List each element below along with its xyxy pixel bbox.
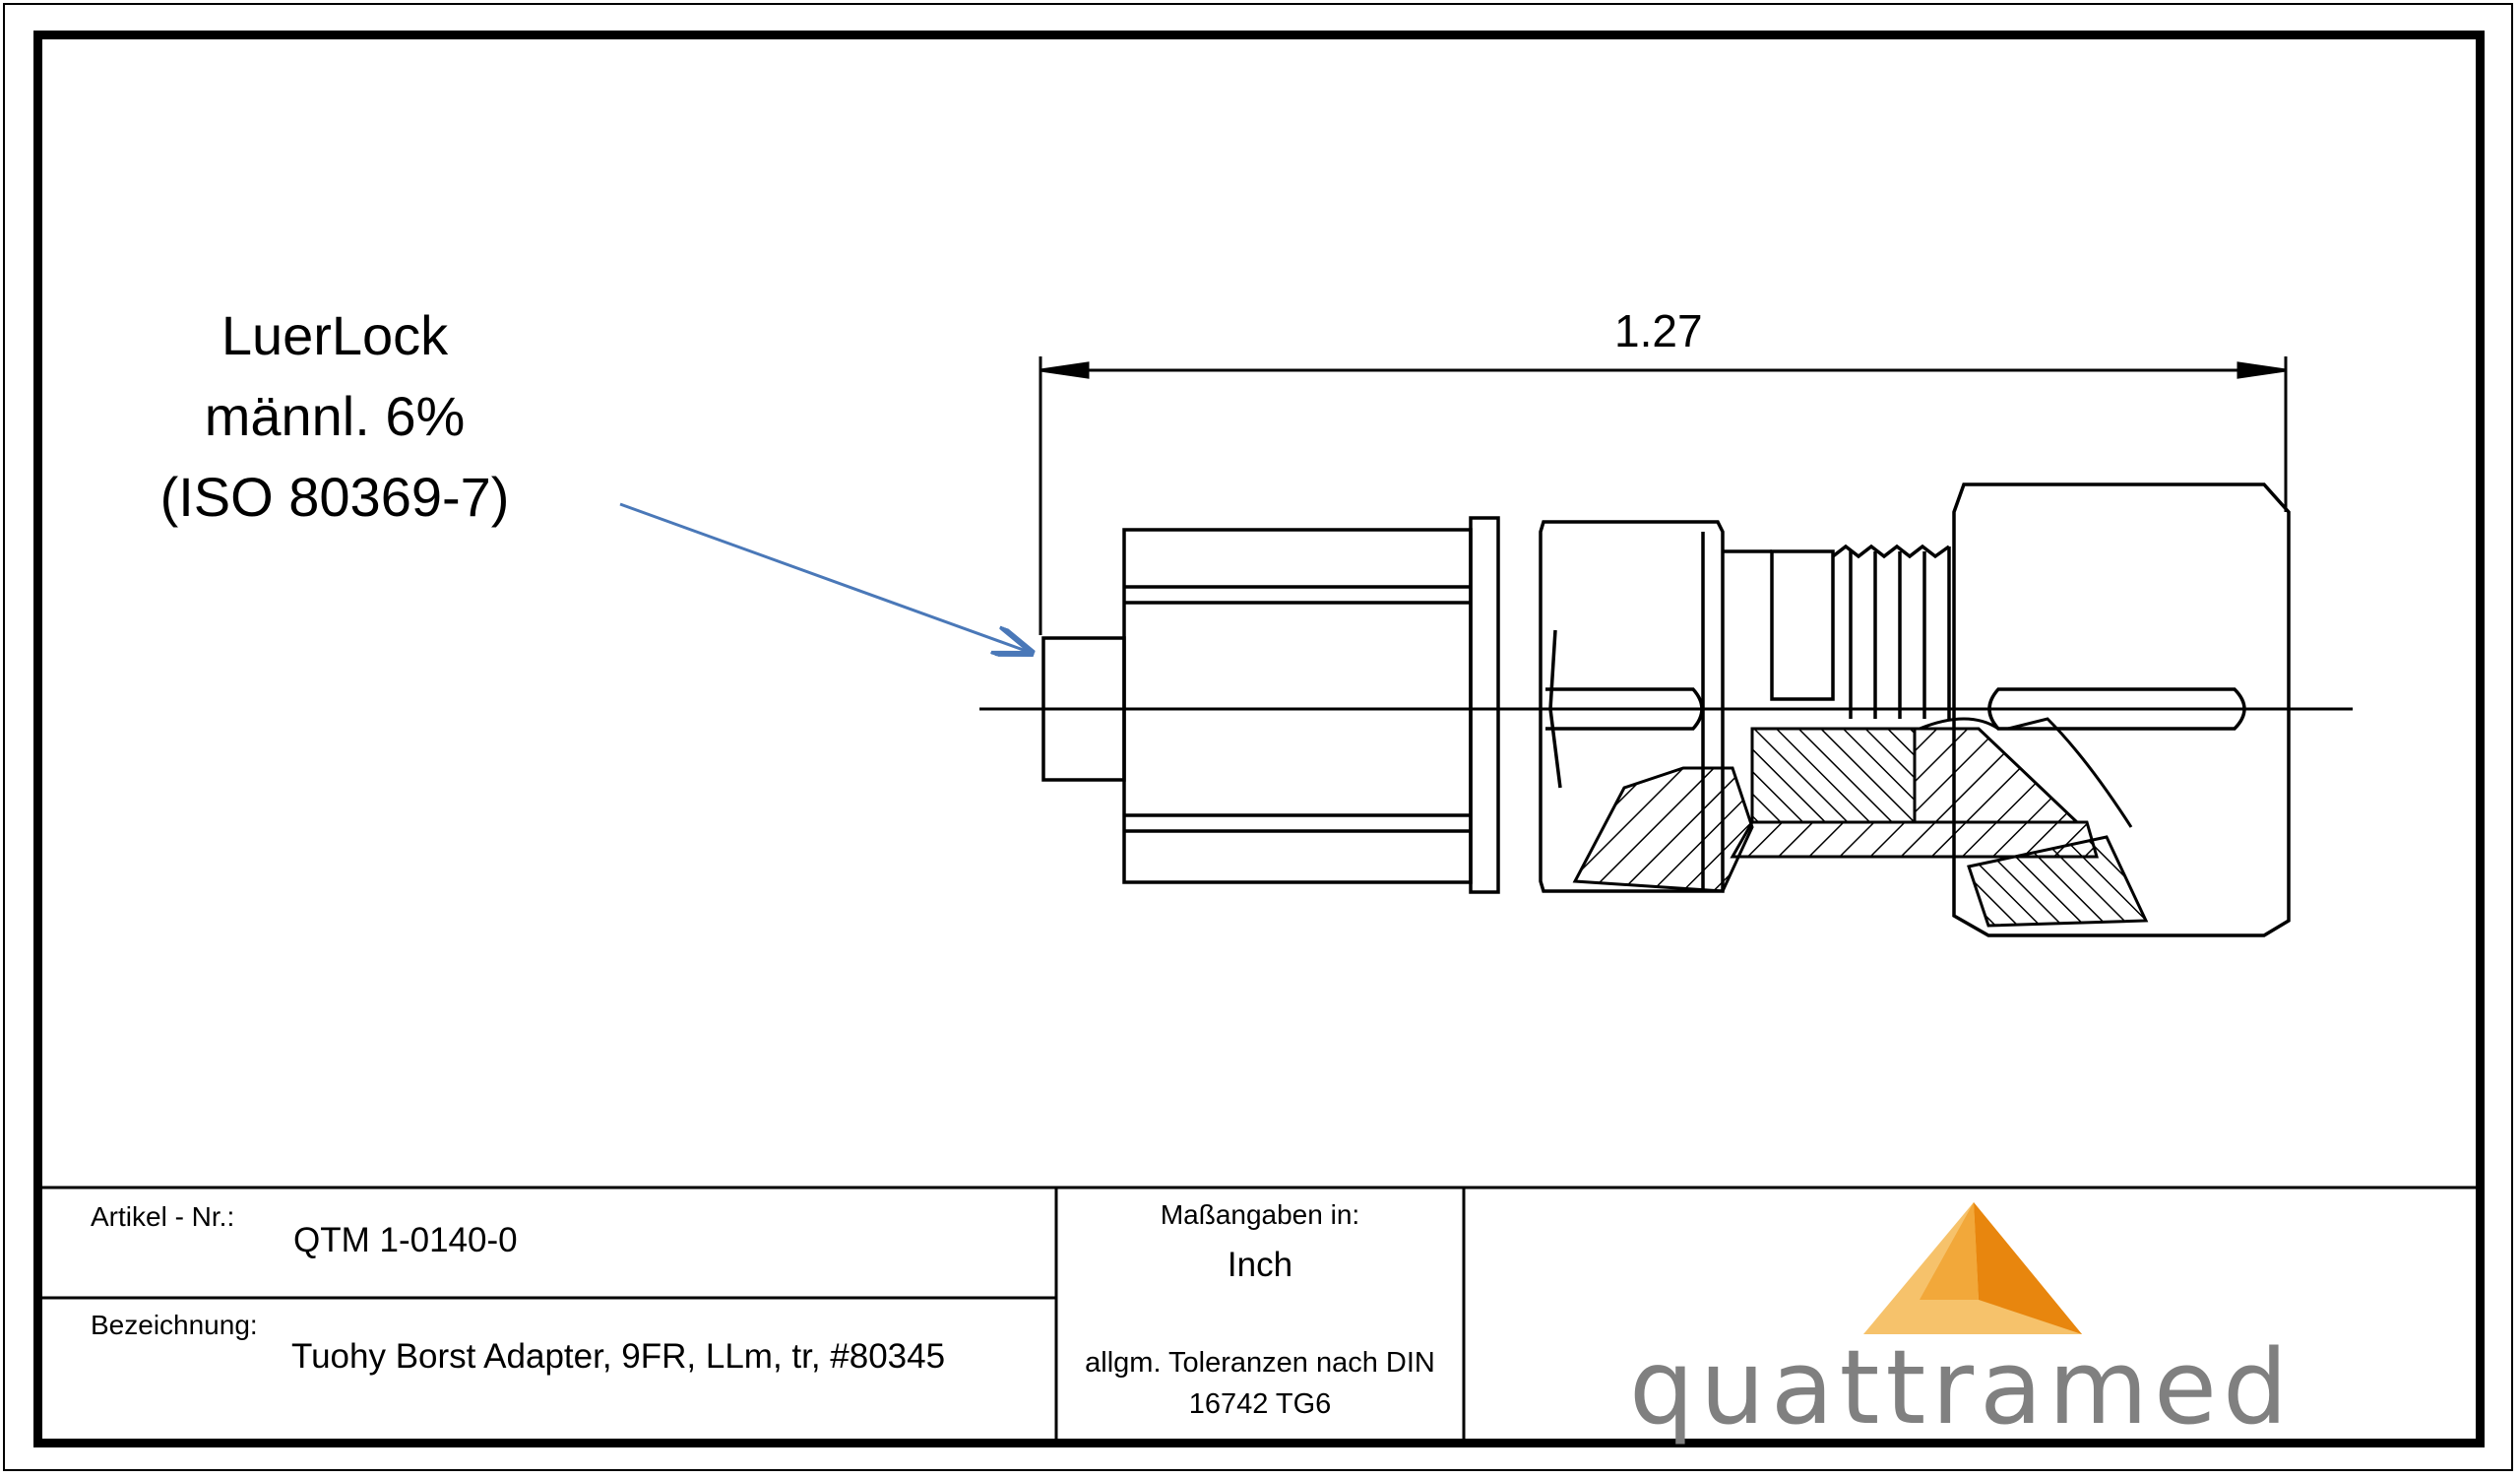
- description-label: Bezeichnung:: [91, 1310, 258, 1340]
- drawing-sheet-border: [33, 31, 2485, 1447]
- section-hatching: [1572, 717, 2149, 928]
- units-label: Maßangaben in:: [1160, 1199, 1360, 1230]
- callout-line-3: (ISO 80369-7): [159, 466, 510, 528]
- units-value: Inch: [1227, 1246, 1293, 1284]
- outer-frame: [3, 3, 2513, 1471]
- part-outline: [1041, 482, 2291, 937]
- callout-arrow: [619, 502, 1029, 652]
- tolerance-line-2: 16742 TG6: [1188, 1388, 1332, 1420]
- description-value: Tuohy Borst Adapter, 9FR, LLm, tr, #8034…: [291, 1337, 946, 1376]
- title-block-grid: [42, 1186, 2476, 1440]
- article-number-value: QTM 1-0140-0: [293, 1221, 518, 1259]
- dimension-line: [1039, 356, 2288, 635]
- callout-line-2: männl. 6%: [204, 385, 466, 447]
- quattramed-logo-mark: [1863, 1202, 2082, 1334]
- tolerance-line-1: allgm. Toleranzen nach DIN: [1085, 1347, 1435, 1379]
- luerlock-callout: LuerLock männl. 6% (ISO 80369-7): [138, 295, 532, 538]
- dimension-value: 1.27: [1614, 305, 1703, 356]
- article-number-label: Artikel - Nr.:: [91, 1201, 235, 1232]
- callout-line-1: LuerLock: [220, 304, 449, 366]
- quattramed-logo-text: quattramed: [1629, 1327, 2295, 1447]
